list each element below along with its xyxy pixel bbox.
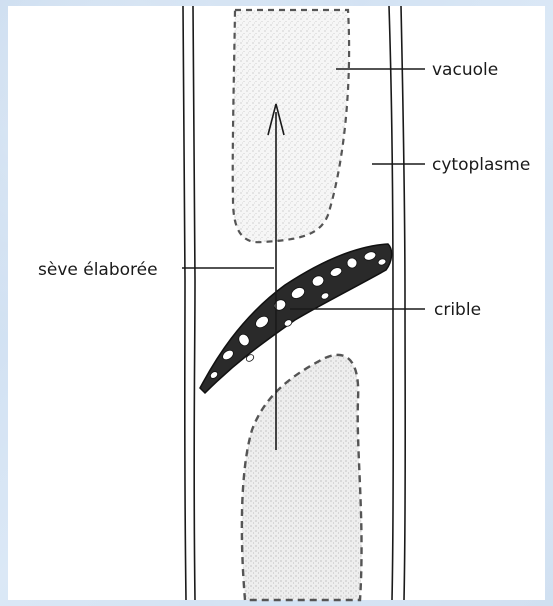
lower-vacuole [242,355,362,600]
cell-wall-left [183,6,195,600]
label-cytoplasme: cytoplasme [432,155,530,175]
cell-wall-right [389,6,405,600]
label-vacuole: vacuole [432,60,498,80]
label-crible: crible [434,300,481,320]
label-seve-elaboree: sève élaborée [38,260,158,280]
upper-vacuole [233,10,349,242]
sieve-plate [200,244,392,393]
